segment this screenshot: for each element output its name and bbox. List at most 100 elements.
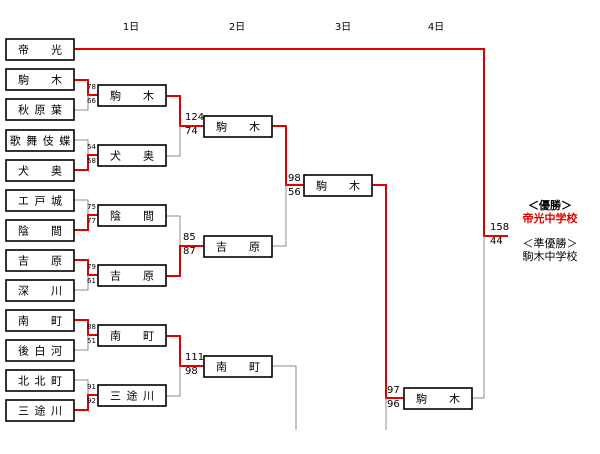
team-name-r1-3-1: 深 川 [18,285,62,298]
connector-line-2 [74,95,89,111]
score-top-final: 158 [490,222,509,233]
score-bottom-r2-m1: 74 [185,126,198,137]
score-bottom-r1-m3: 77 [87,217,96,225]
score-top-r1-m6: 91 [87,383,96,391]
connector-line-13 [166,95,204,127]
team-box-r1-3-0 [5,249,75,272]
team-box-r3-0 [203,115,273,138]
day-label-3: 3日 [335,22,351,33]
team-box-r2-5 [97,384,167,407]
connector-line-18 [166,366,181,397]
score-bottom-r1-m1: 66 [87,97,96,105]
score-bottom-r1-m4: 61 [87,277,96,285]
team-name-r1-1-1: 犬 奥 [18,164,62,178]
team-box-r2-3 [97,264,167,287]
score-top-r3-m1: 98 [288,173,301,184]
team-box-r1-4-0 [5,309,75,332]
day-label-2: 2日 [229,22,245,33]
connector-line-10 [74,335,89,351]
team-name-r3-1: 吉 原 [216,241,260,254]
team-box-r2-4 [97,324,167,347]
connector-line-12 [74,394,98,411]
team-box-r1-2-0 [5,189,75,212]
day-label-1: 1日 [123,22,139,33]
team-name-r1-1-0: 歌 舞 伎 蝶 [10,134,71,148]
score-bottom-r2-m2: 87 [183,246,196,257]
connector-line-8 [74,275,89,291]
team-name-r2-4: 南 町 [110,330,154,343]
connector-line-15 [166,215,181,246]
team-box-r1-5-0 [5,369,75,392]
connector-line-22 [272,365,297,430]
score-top-r4-m1: 97 [387,385,400,396]
connector-line-4 [74,154,98,171]
team-box-r4-0 [303,174,373,197]
score-top-r2-m1: 124 [185,112,204,123]
connector-line-3 [74,139,89,155]
team-box-r2-1 [97,144,167,167]
team-box-r2-2 [97,204,167,227]
team-box-r1-1-0 [5,129,75,152]
team-box-seed-0 [5,38,75,61]
score-top-r1-m1: 78 [87,83,96,91]
team-name-r3-0: 駒 木 [216,121,260,134]
connector-line-6 [74,214,98,231]
score-bottom-r4-m1: 96 [387,399,400,410]
team-name-r1-0-1: 秋 原 葉 [18,103,62,117]
connector-line-9 [74,319,98,336]
team-box-r1-2-1 [5,219,75,242]
team-name-r2-0: 駒 木 [110,90,154,103]
team-box-r1-3-1 [5,279,75,302]
connector-line-16 [166,245,204,277]
runner-up-name: 駒木中学校 [522,250,578,263]
team-name-seed-0: 帝 光 [18,43,62,57]
team-name-r1-3-0: 吉 原 [18,255,62,268]
score-bottom-r1-m6: 92 [87,397,96,405]
connector-line-24 [74,48,508,237]
connector-line-1 [74,79,98,96]
team-name-r1-2-1: 陰 間 [18,224,62,238]
team-name-r5-0: 駒 木 [416,393,460,406]
team-box-r3-1 [203,235,273,258]
team-name-r1-4-0: 南 町 [18,315,62,328]
connector-line-20 [272,185,287,247]
team-box-r5-0 [403,387,473,410]
champion-title: ＜優勝＞ [528,199,572,212]
team-name-r2-5: 三 途 川 [110,389,154,403]
connector-line-21 [372,184,404,399]
day-label-4: 4日 [428,22,444,33]
runner-up-title: ＜準優勝＞ [522,237,578,250]
connector-line-25 [472,236,485,399]
team-box-r1-5-1 [5,399,75,422]
connector-line-14 [166,126,181,157]
connector-line-11 [74,379,89,395]
team-name-r2-1: 犬 奥 [110,149,154,163]
team-box-r1-0-1 [5,98,75,121]
team-box-r1-4-1 [5,339,75,362]
team-box-r3-2 [203,355,273,378]
team-name-r1-5-1: 三 途 川 [18,404,62,418]
score-top-r1-m2: 54 [87,143,96,151]
connector-line-5 [74,199,89,215]
team-name-r2-2: 陰 間 [110,209,154,223]
score-top-r1-m3: 75 [87,203,96,211]
connector-line-19 [272,125,304,186]
champion-name: 帝光中学校 [522,212,578,225]
score-top-r1-m4: 79 [87,263,96,271]
team-box-r1-0-0 [5,68,75,91]
team-name-r4-0: 駒 木 [316,180,360,193]
result-panel: ＜優勝＞ 帝光中学校 ＜準優勝＞ 駒木中学校 [508,199,592,263]
score-bottom-r3-m1: 56 [288,187,301,198]
score-bottom-final: 44 [490,236,503,247]
score-top-r1-m5: 88 [87,323,96,331]
connector-line-7 [74,259,98,276]
team-name-r1-2-0: エ 戸 城 [18,195,62,208]
team-name-r3-2: 南 町 [216,361,260,374]
score-top-r2-m3: 111 [185,352,204,363]
score-bottom-r1-m2: 58 [87,157,96,165]
score-bottom-r2-m3: 98 [185,366,198,377]
connector-line-17 [166,335,204,367]
team-name-r2-3: 吉 原 [110,270,154,283]
team-name-r1-4-1: 後 白 河 [18,344,62,358]
